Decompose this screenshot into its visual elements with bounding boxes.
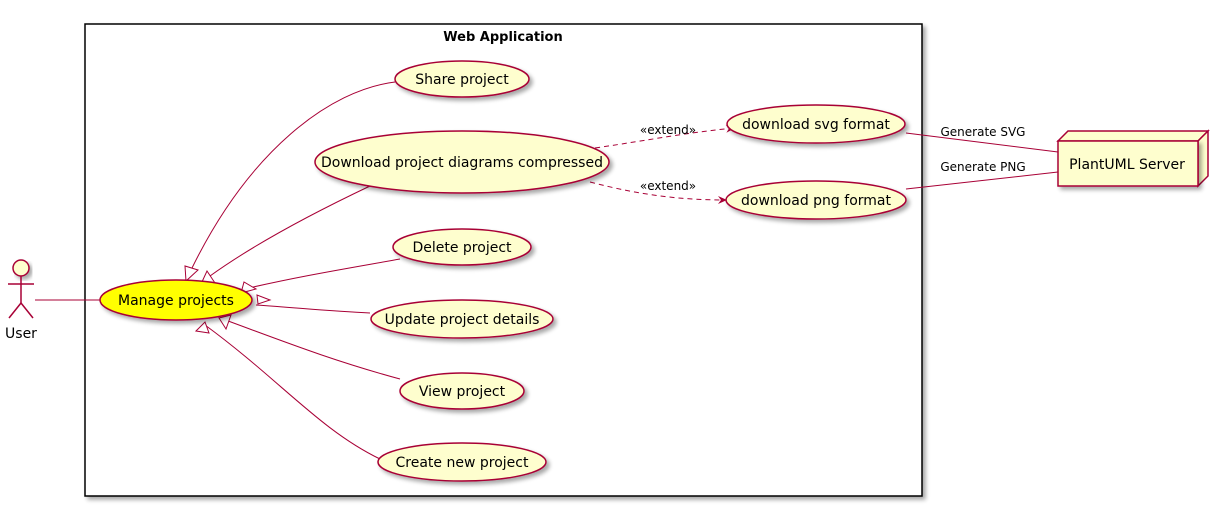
usecase-download-compressed[interactable]: Download project diagrams compressed bbox=[314, 130, 610, 194]
node-top-face bbox=[1056, 130, 1210, 142]
usecase-label: Download project diagrams compressed bbox=[321, 155, 603, 171]
gen-update bbox=[255, 304, 371, 314]
usecase-label: download svg format bbox=[742, 117, 890, 133]
usecase-download-svg[interactable]: download svg format bbox=[726, 104, 906, 144]
usecase-label: View project bbox=[419, 384, 506, 400]
generate-svg-line bbox=[905, 132, 1059, 153]
gen-head-delete bbox=[240, 281, 258, 294]
usecase-manage-projects[interactable]: Manage projects bbox=[99, 279, 253, 321]
usecase-label: Update project details bbox=[385, 312, 540, 328]
usecase-view-project[interactable]: View project bbox=[399, 372, 525, 410]
actor-user[interactable] bbox=[8, 259, 34, 319]
node-label: PlantUML Server bbox=[1069, 157, 1185, 173]
gen-head-update bbox=[256, 294, 272, 305]
gen-head-view bbox=[218, 314, 232, 331]
gen-download bbox=[209, 185, 371, 277]
gen-create bbox=[204, 324, 381, 460]
usecase-label: Delete project bbox=[412, 240, 512, 256]
node-front-face bbox=[1057, 140, 1199, 187]
gen-head-create bbox=[194, 321, 210, 334]
usecase-update-project-details[interactable]: Update project details bbox=[370, 299, 554, 339]
generate-png-label: Generate PNG bbox=[940, 160, 1025, 174]
usecase-create-new-project[interactable]: Create new project bbox=[377, 442, 547, 482]
actor-head bbox=[12, 259, 30, 277]
gen-head-share bbox=[184, 265, 199, 283]
usecase-label: download png format bbox=[741, 193, 891, 209]
usecase-label: Share project bbox=[415, 72, 509, 88]
extend-svg-label: «extend» bbox=[640, 123, 696, 137]
usecase-label: Manage projects bbox=[118, 293, 234, 309]
gen-view bbox=[219, 317, 401, 380]
extend-png-label: «extend» bbox=[640, 179, 696, 193]
generalization-heads bbox=[184, 265, 272, 334]
generalization-lines bbox=[191, 81, 401, 460]
usecase-label: Create new project bbox=[396, 455, 529, 471]
generate-png-line bbox=[905, 171, 1059, 190]
actor-label: User bbox=[5, 326, 37, 342]
system-title: Web Application bbox=[443, 30, 562, 45]
usecase-download-png[interactable]: download png format bbox=[725, 180, 907, 220]
extend-svg-arrow bbox=[594, 124, 736, 149]
gen-share bbox=[191, 81, 396, 269]
generate-svg-label: Generate SVG bbox=[941, 125, 1026, 139]
usecase-delete-project[interactable]: Delete project bbox=[392, 228, 532, 266]
node-plantuml-server[interactable] bbox=[1056, 129, 1210, 188]
gen-delete bbox=[239, 258, 401, 291]
node-side-face bbox=[1197, 129, 1209, 188]
usecase-share-project[interactable]: Share project bbox=[394, 60, 530, 98]
